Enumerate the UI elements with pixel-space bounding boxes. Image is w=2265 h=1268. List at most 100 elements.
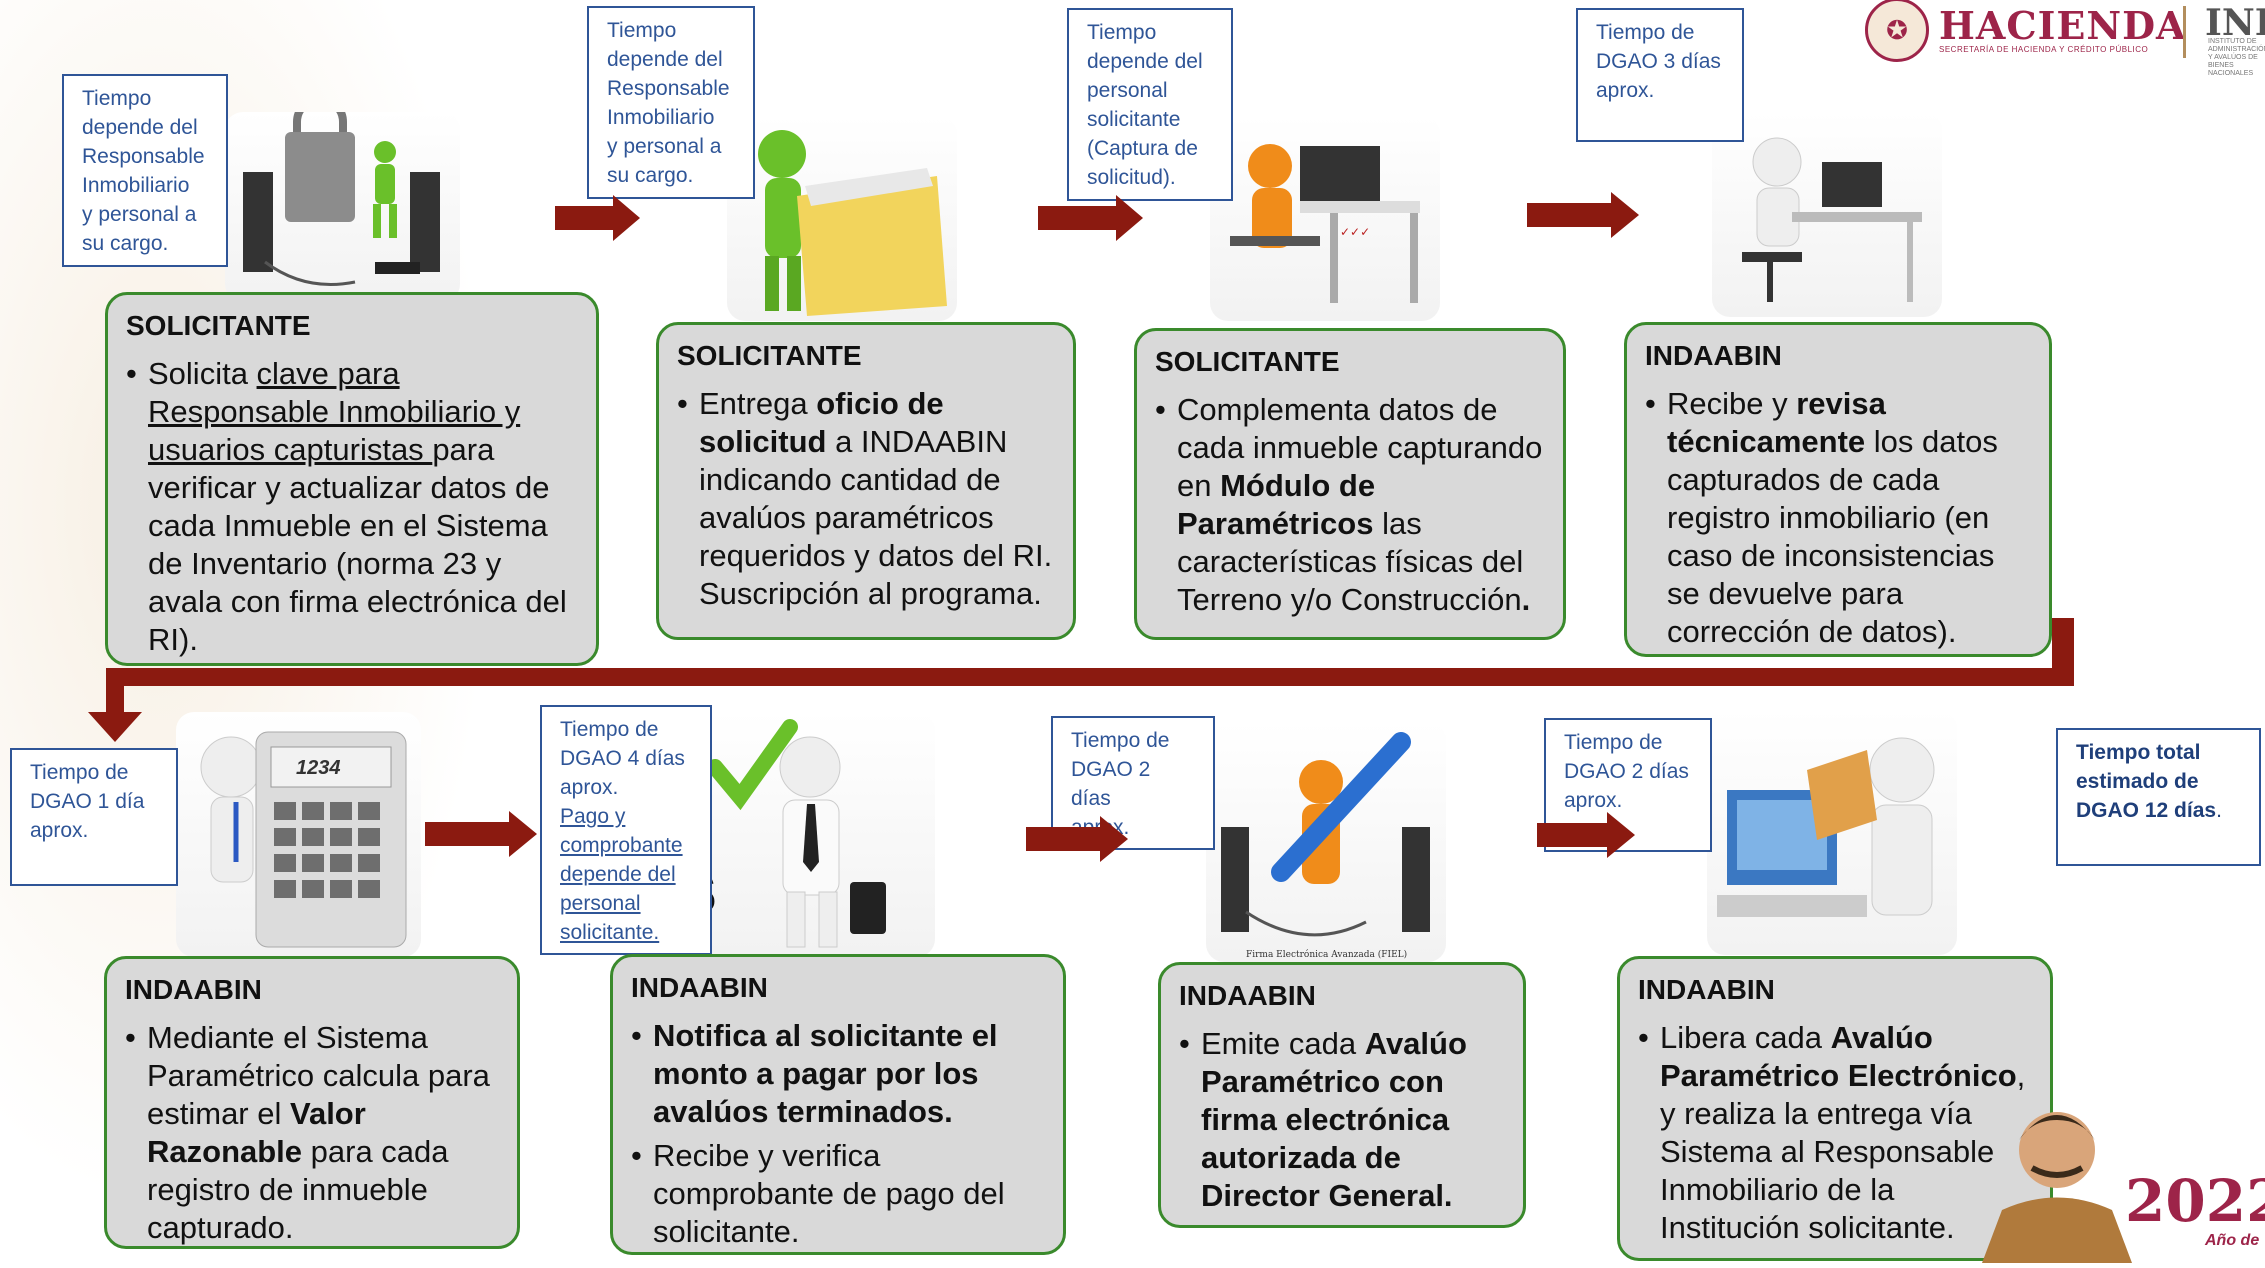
note-line: DGAO 2 días: [1071, 758, 1151, 810]
note-link-line[interactable]: comprobante: [560, 834, 683, 857]
step-card-bullet: Libera cada Avalúo Paramétrico Electróni…: [1638, 1019, 2032, 1247]
note-line: Responsable: [82, 145, 205, 168]
note-line: solicitud).: [1087, 166, 1176, 189]
bullet-text: Recibe y: [1667, 386, 1797, 421]
step-card-bullet: Notifica al solicitante el monto a pagar…: [631, 1017, 1045, 1131]
note-line: estimado de: [2076, 770, 2199, 793]
step-card-bullet: Recibe y revisa técnicamente los datos c…: [1645, 385, 2031, 651]
person-at-computer-illustration: [1712, 112, 1942, 317]
note-time-4: Tiempo de DGAO 3 días aprox.: [1576, 8, 1744, 142]
bullet-text-bold: Notifica al solicitante el monto a pagar…: [653, 1018, 998, 1129]
bullet-text-bold: .: [1521, 582, 1531, 617]
indaabin-logo-subtitle: INSTITUTO DE ADMINISTRACIÓN Y AVALÚOS DE…: [2208, 38, 2265, 77]
note-time-6: Tiempo de DGAO 4 días aprox. Pago y comp…: [540, 705, 712, 955]
file-delivery-illustration: [1707, 710, 1957, 955]
step-card-bullet: Mediante el Sistema Paramétrico calcula …: [125, 1019, 499, 1247]
step-card-title: INDAABIN: [1638, 974, 1775, 1005]
bullet-text: Complementa datos de cada inmueble captu…: [1177, 392, 1543, 503]
hacienda-logo-subtitle: SECRETARÍA DE HACIENDA Y CRÉDITO PÚBLICO: [1939, 44, 2149, 54]
note-line: y personal a: [607, 135, 722, 158]
indaabin-logo-text: INDAABIN: [2205, 2, 2265, 44]
note-line: personal: [1087, 79, 1168, 102]
digital-signature-illustration: Firma Electrónica Avanzada (FIEL): [1206, 722, 1446, 962]
year-badge: 2022: [2125, 1167, 2265, 1235]
note-line: Responsable: [607, 77, 730, 100]
step-card-1: SOLICITANTE Solicita clave para Responsa…: [105, 292, 599, 666]
logo-divider: [2183, 6, 2186, 58]
step-card-7: INDAABIN Emite cada Avalúo Paramétrico c…: [1158, 962, 1526, 1228]
step-card-4: INDAABIN Recibe y revisa técnicamente lo…: [1624, 322, 2052, 657]
step-card-bullet: Solicita clave para Responsable Inmobili…: [126, 355, 578, 659]
step-card-bullets: Recibe y revisa técnicamente los datos c…: [1645, 385, 2031, 651]
step-card-bullets: Notifica al solicitante el monto a pagar…: [631, 1017, 1045, 1251]
note-line: su cargo.: [607, 164, 694, 187]
note-line: aprox.: [30, 819, 89, 842]
bullet-text: Recibe y verifica comprobante de pago de…: [653, 1138, 1005, 1249]
note-line: y personal a: [82, 203, 197, 226]
bullet-text-bold: Módulo de Paramétricos: [1177, 468, 1376, 541]
note-line: (Captura de: [1087, 137, 1198, 160]
step-card-title: INDAABIN: [125, 974, 262, 1005]
hacienda-logo-text: HACIENDA: [1939, 2, 2187, 48]
calculator-person-illustration: 1234: [176, 712, 421, 957]
note-line: DGAO 4 días: [560, 747, 685, 770]
note-line: aprox.: [560, 776, 619, 799]
approval-person-illustration: $: [683, 712, 935, 957]
fiel-caption: Firma Electrónica Avanzada (FIEL): [1246, 950, 1408, 960]
bullet-text-bold: Valor Razonable: [147, 1096, 366, 1169]
bullet-text: Libera cada: [1660, 1020, 1831, 1055]
step-card-bullet: Emite cada Avalúo Paramétrico con firma …: [1179, 1025, 1505, 1215]
note-line: Tiempo total: [2076, 741, 2201, 764]
note-line: Tiempo: [1087, 21, 1157, 44]
bullet-text-bold: oficio de solicitud: [699, 386, 944, 459]
step-card-bullets: Libera cada Avalúo Paramétrico Electróni…: [1638, 1019, 2032, 1247]
bullet-text: para cada registro de inmueble capturado…: [147, 1134, 449, 1245]
year-badge-subtitle: Año de: [2205, 1232, 2260, 1249]
bullet-text: a INDAABIN indicando cantidad de avalúos…: [699, 424, 1053, 611]
flow-arrow-icon: [425, 811, 537, 857]
step-card-bullets: Complementa datos de cada inmueble captu…: [1155, 391, 1545, 619]
step-card-8: INDAABIN Libera cada Avalúo Paramétrico …: [1617, 956, 2053, 1261]
bullet-text: Entrega: [699, 386, 817, 421]
step-card-bullet: Complementa datos de cada inmueble captu…: [1155, 391, 1545, 619]
step-card-title: INDAABIN: [1179, 980, 1316, 1011]
bullet-text: los datos capturados de cada registro in…: [1667, 424, 1998, 649]
step-card-title: INDAABIN: [1645, 340, 1782, 371]
note-line: DGAO 1 día: [30, 790, 145, 813]
flow-arrow-icon: [1026, 816, 1128, 862]
flow-arrow-icon: [1527, 192, 1639, 238]
step-card-6: INDAABIN Notifica al solicitante el mont…: [610, 954, 1066, 1255]
bullet-text-bold: revisa técnicamente: [1667, 386, 1886, 459]
step-card-3: SOLICITANTE Complementa datos de cada in…: [1134, 328, 1566, 640]
note-link-line[interactable]: Pago y: [560, 805, 626, 828]
note-line: Tiempo: [607, 19, 677, 42]
step-card-bullet: Recibe y verifica comprobante de pago de…: [631, 1137, 1045, 1251]
note-line: Tiempo: [82, 87, 152, 110]
step-card-bullets: Emite cada Avalúo Paramétrico con firma …: [1179, 1025, 1505, 1215]
note-line: Tiempo de: [560, 718, 659, 741]
note-link-line[interactable]: depende del: [560, 863, 676, 886]
note-line: depende del: [1087, 50, 1203, 73]
note-time-3: Tiempo depende del personal solicitante …: [1067, 8, 1233, 201]
hacienda-logo: ✪ HACIENDA SECRETARÍA DE HACIENDA Y CRÉD…: [1865, 0, 2187, 62]
bullet-text: , y realiza la entrega vía Sistema al Re…: [1660, 1058, 2026, 1245]
step-card-bullets: Entrega oficio de solicitud a INDAABIN i…: [677, 385, 1055, 613]
person-at-desk-illustration: ✓✓✓: [1210, 116, 1440, 321]
note-total-time: Tiempo total estimado de DGAO 12 días.: [2056, 728, 2261, 866]
lock-handshake-illustration: [225, 95, 460, 302]
note-line: DGAO 3 días: [1596, 50, 1721, 73]
note-line: Inmobiliario: [82, 174, 190, 197]
note-line: Tiempo de: [1564, 731, 1663, 754]
note-link-line[interactable]: solicitante.: [560, 921, 660, 944]
bullet-text: Mediante el Sistema Paramétrico calcula …: [147, 1020, 490, 1131]
note-link-line[interactable]: personal: [560, 892, 641, 915]
step-card-2: SOLICITANTE Entrega oficio de solicitud …: [656, 322, 1076, 640]
step-card-bullet: Entrega oficio de solicitud a INDAABIN i…: [677, 385, 1055, 613]
svg-text:✓✓✓: ✓✓✓: [1340, 225, 1370, 239]
note-time-2: Tiempo depende del Responsable Inmobilia…: [587, 6, 755, 199]
note-line: Tiempo de: [1596, 21, 1695, 44]
note-line: Tiempo de: [1071, 729, 1170, 752]
note-time-5: Tiempo de DGAO 1 día aprox.: [10, 748, 178, 886]
note-line: depende del: [607, 48, 723, 71]
folder-person-illustration: [727, 116, 957, 321]
